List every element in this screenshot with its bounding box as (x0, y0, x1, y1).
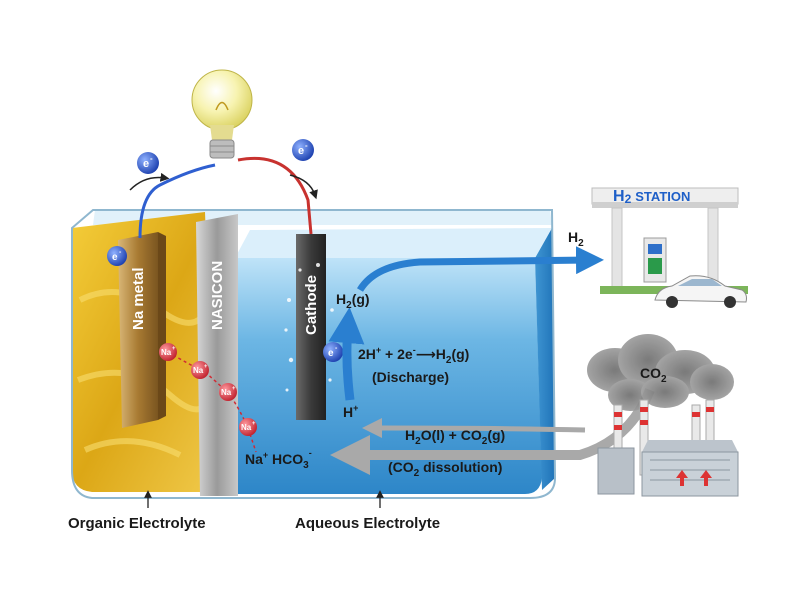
factory-arrows (676, 470, 712, 486)
svg-text:e: e (143, 158, 149, 170)
svg-text:Na: Na (221, 388, 232, 397)
electron-flow-arrow-left (129, 172, 170, 191)
station-canopy-edge (592, 202, 738, 208)
svg-text:Na: Na (241, 423, 252, 432)
reaction-equation: 2H+ + 2e-⟶H2(g) (358, 345, 469, 366)
dissolution-note: (CO2 dissolution) (388, 459, 502, 479)
h2-gas-label: H2(g) (336, 291, 370, 311)
svg-text:e: e (298, 145, 304, 157)
svg-text:e: e (328, 348, 334, 359)
nahco3-label: Na+ HCO3- (245, 448, 312, 471)
smoke-cloud (587, 334, 734, 411)
nasicon-label: NASICON (209, 261, 226, 330)
aqueous-side (535, 228, 555, 490)
svg-text:Na: Na (193, 366, 204, 375)
h-plus-label: H+ (343, 403, 358, 420)
cathode-electrode (296, 234, 326, 420)
co2-inflow-arrow-upper (362, 418, 586, 439)
factory: CO2 (587, 334, 739, 497)
na-ion-icon: Na + (191, 361, 209, 379)
electron-icon: e - (107, 246, 127, 266)
wire-cathode (237, 156, 313, 235)
electron-flow-arrow-right (289, 174, 318, 200)
dissolution-equation: H2O(l) + CO2(g) (405, 427, 505, 447)
na-metal-label: Na metal (130, 267, 147, 330)
station-pillar (611, 207, 623, 289)
h-plus-up-arrow (328, 307, 365, 401)
external-circuit (129, 69, 318, 239)
svg-text:+: + (232, 386, 236, 392)
factory-building (641, 451, 739, 497)
aqueous-electrolyte-label: Aqueous Electrolyte (295, 515, 440, 532)
battery-tank: NASICON Na metal Cathode (71, 209, 557, 499)
car-icon (654, 275, 747, 308)
light-bulb-icon (191, 69, 253, 159)
svg-text:+: + (252, 421, 256, 427)
svg-text:-: - (335, 345, 338, 352)
h2-out-arrow (356, 246, 604, 292)
svg-text:e: e (112, 252, 118, 263)
h2-output-label: H2 (568, 229, 584, 249)
electron-icon: e - (292, 139, 314, 161)
organic-electrolyte-label: Organic Electrolyte (68, 515, 206, 532)
discharge-label: (Discharge) (372, 369, 449, 385)
na-ion-icon: Na + (239, 418, 257, 436)
factory-tank (597, 447, 635, 495)
na-ion-icon: Na + (159, 343, 177, 361)
electron-icon: e - (323, 342, 343, 362)
svg-text:+: + (204, 364, 208, 370)
factory-roof (642, 440, 738, 452)
tank-glass (71, 209, 557, 499)
na-ion-icon: Na + (219, 383, 237, 401)
nasicon-membrane (196, 214, 238, 496)
na-metal-side (158, 232, 166, 420)
electron-icon: e - (137, 152, 159, 174)
co2-label: CO2 (640, 365, 667, 385)
fuel-pump-icon (643, 237, 667, 283)
svg-text:-: - (305, 141, 308, 150)
cathode-label: Cathode (303, 275, 320, 335)
wire-anode (138, 163, 216, 239)
aqueous-surface (235, 228, 552, 258)
svg-text:-: - (119, 249, 122, 256)
svg-text:+: + (172, 346, 176, 352)
factory-windows (650, 459, 730, 481)
svg-text:Na: Na (161, 348, 172, 357)
svg-text:-: - (150, 154, 153, 163)
station-pillar (707, 207, 719, 289)
na-metal-anode (118, 232, 158, 428)
